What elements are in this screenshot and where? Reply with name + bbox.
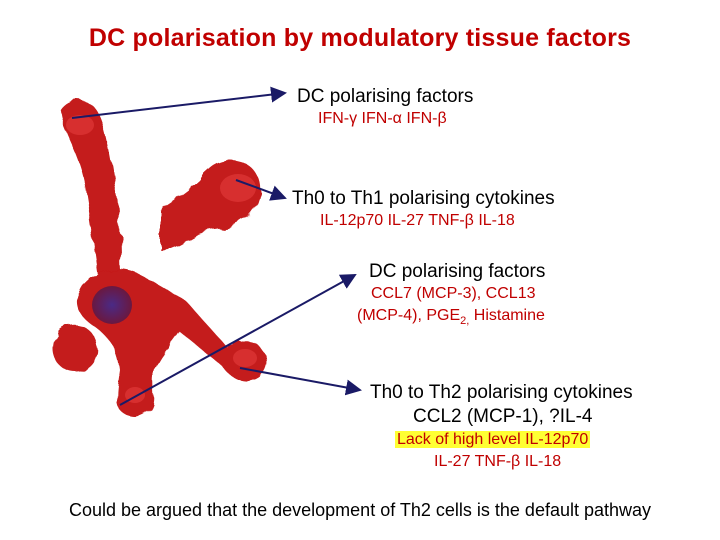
block4-heading-line2: CCL2 (MCP-1), ?IL-4 — [413, 406, 593, 427]
arrow-1 — [71, 86, 287, 119]
block4-factors: IL-27 TNF-β IL-18 — [434, 453, 562, 470]
block3-line2-a: (MCP-4), PGE — [357, 307, 461, 324]
highlighted-text: Lack of high level IL-12p70 — [395, 431, 591, 448]
block4-heading-line1: Th0 to Th2 polarising cytokines — [370, 382, 633, 403]
footer-note: Could be argued that the development of … — [68, 500, 652, 520]
arrow-2 — [235, 179, 287, 201]
block1-heading: DC polarising factors — [297, 86, 474, 107]
cell-nucleus — [92, 286, 132, 324]
block1-factors: IFN-γ IFN-α IFN-β — [318, 110, 447, 127]
arrow-4 — [239, 367, 362, 396]
block3-line2-b: Histamine — [469, 307, 545, 324]
arrow-3 — [119, 274, 357, 406]
slide-title: DC polarisation by modulatory tissue fac… — [88, 24, 632, 52]
block3-heading: DC polarising factors — [369, 261, 546, 282]
block3-line1: CCL7 (MCP-3), CCL13 — [371, 285, 536, 302]
cell-highlights — [66, 115, 257, 403]
block3-line2-sub: 2, — [460, 315, 470, 328]
block4-highlight: Lack of high level IL-12p70 — [395, 431, 591, 449]
cell-body — [52, 100, 266, 418]
block3-line2: (MCP-4), PGE2, Histamine — [357, 307, 545, 327]
block2-factors: IL-12p70 IL-27 TNF-β IL-18 — [320, 212, 515, 229]
block2-heading: Th0 to Th1 polarising cytokines — [292, 188, 555, 209]
